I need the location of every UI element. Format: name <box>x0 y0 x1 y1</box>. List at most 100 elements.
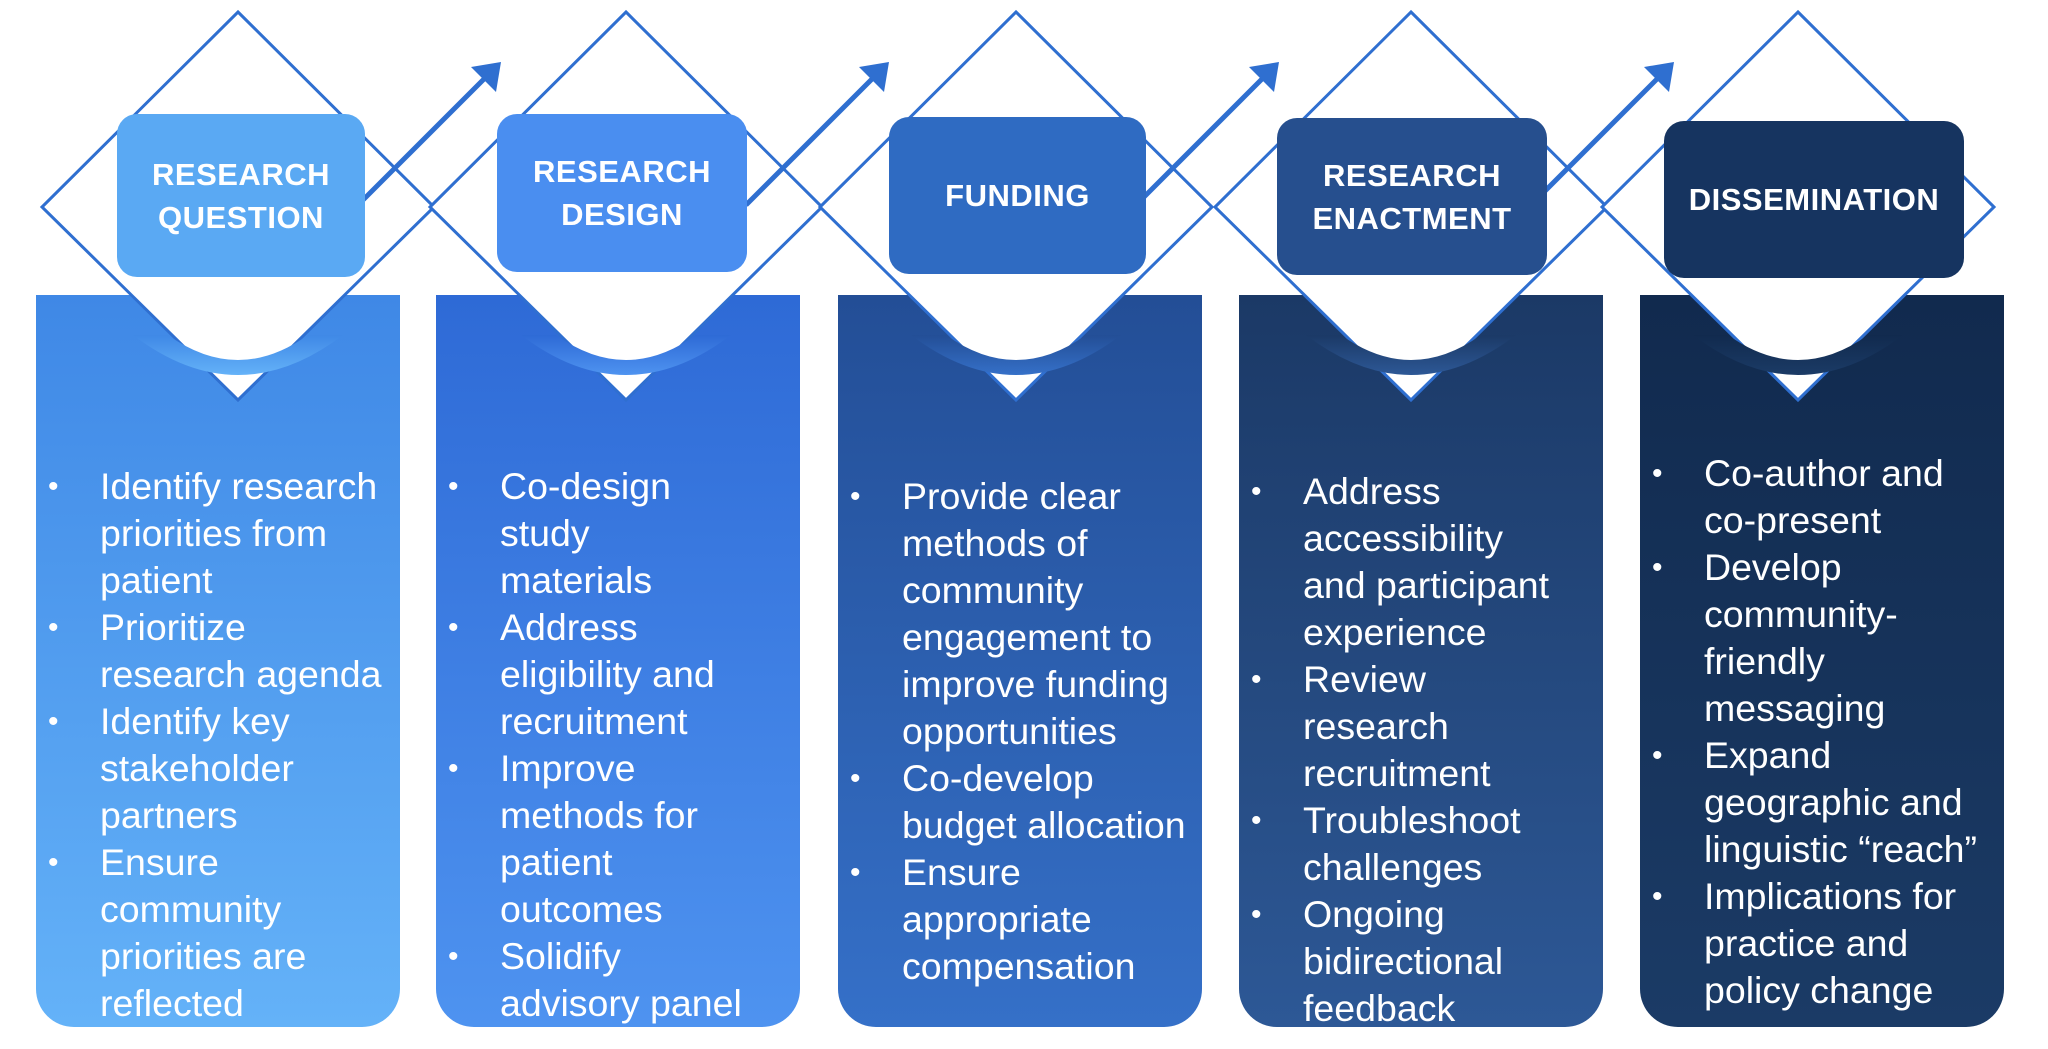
bullet-text-line: opportunities <box>902 710 1117 752</box>
bullet-text-line: Ensure <box>100 841 219 883</box>
bullet-marker: • <box>850 856 861 889</box>
stage-title-line: RESEARCH <box>533 154 711 189</box>
stage-title-line: RESEARCH <box>1323 157 1501 193</box>
bullet-marker: • <box>48 705 59 738</box>
bullet-text-line: co-present <box>1704 499 1882 541</box>
bullet-text-line: accessibility <box>1303 517 1504 559</box>
stage-bullet: • Provide clear methods of community engagem… <box>838 473 1186 755</box>
bullet-text-line: Expand <box>1704 734 1832 776</box>
bullet-marker: • <box>1652 457 1663 490</box>
connector-arrow-line <box>1134 68 1273 207</box>
arrow-head-icon <box>859 62 889 92</box>
stage-bullet: • Co-author and co-present <box>1640 450 1977 544</box>
bullet-text-line: methods of <box>902 522 1088 564</box>
stage-title-line: DESIGN <box>561 197 683 232</box>
bullet-marker: • <box>1251 475 1262 508</box>
bullet-marker: • <box>1251 898 1262 931</box>
bullet-text-line: Review <box>1303 658 1426 700</box>
bullet-text-line: bidirectional <box>1303 940 1504 982</box>
bullet-marker: • <box>1251 663 1262 696</box>
bullet-text-line: priorities are <box>100 935 307 977</box>
bullet-text-line: budget allocation <box>902 804 1186 846</box>
bullet-text-line: feedback <box>1303 987 1456 1027</box>
bullet-text-line: Co-author and <box>1704 452 1944 494</box>
bullet-text-line: eligibility and <box>500 653 715 695</box>
bullet-text-line: and participant <box>1303 564 1550 606</box>
bullet-text-line: Troubleshoot <box>1303 799 1521 841</box>
bullet-text-line: patient <box>500 841 613 883</box>
stage-title-line: RESEARCH <box>152 156 330 192</box>
bullet-text-line: priorities from <box>100 512 328 554</box>
bullet-marker: • <box>448 940 459 973</box>
stage-bullet: • Identify key stakeholder partners <box>36 698 381 839</box>
bullet-text-line: policy change <box>1704 969 1934 1011</box>
bullet-text-line: partners <box>100 794 238 836</box>
bullet-marker: • <box>48 611 59 644</box>
stage-bowl <box>133 335 343 375</box>
bullet-text-line: recruitment <box>1303 752 1491 794</box>
bullet-marker: • <box>1652 551 1663 584</box>
bullet-marker: • <box>850 480 861 513</box>
bullet-text-line: Develop <box>1704 546 1842 588</box>
bullet-text-line: methods for <box>500 794 699 836</box>
bullet-text-line: research <box>1303 705 1449 747</box>
bullet-text-line: outcomes <box>500 888 663 930</box>
bullet-text-line: messaging <box>1704 687 1886 729</box>
connector-arrow-line <box>1529 68 1668 207</box>
bullet-text-line: engagement to <box>902 616 1153 658</box>
bullet-text-line: Solidify <box>500 935 621 977</box>
bullet-text-line: Identify research <box>100 465 378 507</box>
stage-title-line: FUNDING <box>945 178 1090 213</box>
bullet-text-line: compensation <box>902 945 1136 987</box>
bullet-text-line: study <box>500 512 590 554</box>
bullet-marker: • <box>1652 880 1663 913</box>
stage-title-line: QUESTION <box>158 199 324 235</box>
stage-bullet-list: • Provide clear methods of community engagem… <box>838 473 1186 1004</box>
bullet-marker: • <box>448 752 459 785</box>
bullet-marker: • <box>448 611 459 644</box>
stage-bullet: • Review research recruitment <box>1239 656 1549 797</box>
stage-title-box: DISSEMINATION <box>1664 121 1964 278</box>
arrow-head-icon <box>1644 62 1674 92</box>
connector-arrow-line <box>744 68 883 207</box>
bullet-text-line: Ensure <box>902 851 1021 893</box>
bullet-text-line: research agenda <box>100 653 382 695</box>
bullet-text-line: Ongoing <box>1303 893 1445 935</box>
stage-bowl <box>911 335 1121 375</box>
bullet-text-line: Identify key <box>100 700 290 742</box>
bullet-text-line: Provide clear <box>902 475 1121 517</box>
stage-title-box: RESEARCH ENACTMENT <box>1277 118 1547 275</box>
stage-title-line: ENACTMENT <box>1312 200 1512 236</box>
bullet-marker: • <box>48 846 59 879</box>
bullet-text-line: community <box>902 569 1084 611</box>
bullet-text-line: stakeholder <box>100 747 294 789</box>
stage-bullet: • Ensure community priorities are reflected <box>36 839 381 1027</box>
bullet-text-line: community <box>100 888 282 930</box>
bullet-text-line: Co-develop <box>902 757 1094 799</box>
stage-title-box: RESEARCH DESIGN <box>497 114 747 272</box>
bullet-text-line: reflected <box>100 982 244 1024</box>
stage-bullet: • Solidify advisory panel <box>436 933 742 1027</box>
bullet-text-line: advisory panel <box>500 982 742 1024</box>
bullet-marker: • <box>48 470 59 503</box>
arrow-head-icon <box>471 62 501 92</box>
bullet-text-line: recruitment <box>500 700 688 742</box>
stage-bowl <box>1306 335 1516 375</box>
